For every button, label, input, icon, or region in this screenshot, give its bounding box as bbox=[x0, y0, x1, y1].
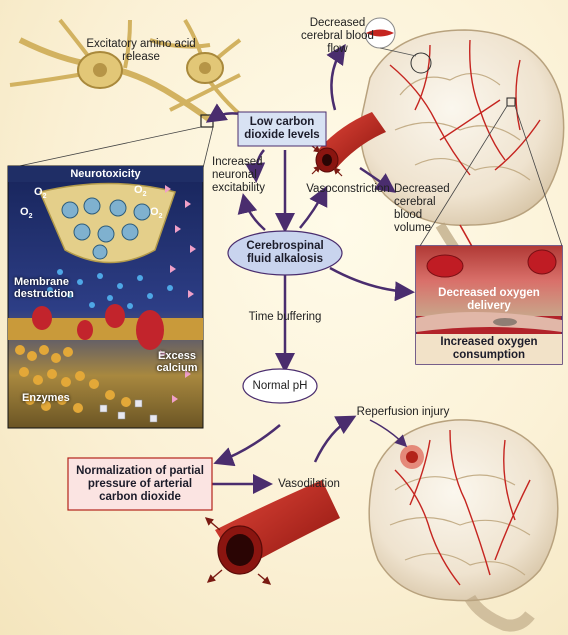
label-csf-alkalosis: Cerebrospinal fluid alkalosis bbox=[246, 240, 324, 265]
label-decreased-volume: Decreased cerebral blood volume bbox=[394, 183, 450, 234]
lower-brain-illustration bbox=[368, 419, 559, 632]
csf-alkalosis-oval bbox=[227, 230, 343, 276]
label-normalization: Normalization of partial pressure of art… bbox=[76, 464, 204, 503]
low-co2-box-shape bbox=[237, 111, 327, 147]
o2-label: O2 bbox=[134, 184, 147, 199]
label-increased-excitability: Increased neuronal excitability bbox=[212, 156, 266, 194]
oxygen-detail-box bbox=[415, 245, 563, 365]
o2-label: O2 bbox=[34, 186, 47, 201]
label-enzymes: Enzymes bbox=[22, 392, 70, 404]
neuron-illustration bbox=[9, 18, 262, 169]
label-vasoconstriction: Vasoconstriction bbox=[306, 183, 390, 195]
label-decreased-flow: Decreased cerebral blood flow bbox=[301, 17, 374, 55]
o2-label: O2 bbox=[20, 206, 33, 221]
label-normal-ph: Normal pH bbox=[252, 380, 308, 392]
label-time-buffering: Time buffering bbox=[248, 311, 322, 323]
label-excess-calcium: Excess calcium bbox=[156, 350, 198, 374]
label-increased-o2-consumption: Increased oxygen consumption bbox=[440, 336, 538, 361]
inset-title: Neurotoxicity bbox=[8, 166, 203, 182]
normalization-box-shape bbox=[67, 457, 213, 511]
label-vasodilation: Vasodilation bbox=[278, 478, 340, 490]
normal-ph-oval bbox=[242, 368, 318, 404]
label-excitatory: Excitatory amino acid release bbox=[86, 38, 196, 63]
label-membrane-destruction: Membrane destruction bbox=[14, 276, 74, 300]
label-low-co2: Low carbon dioxide levels bbox=[244, 116, 320, 141]
neurotoxicity-inset bbox=[7, 165, 204, 429]
constricted-vessel bbox=[311, 112, 386, 177]
upper-brain-illustration bbox=[359, 17, 565, 321]
label-decreased-o2-delivery: Decreased oxygen delivery bbox=[438, 287, 540, 312]
o2-label: O2 bbox=[150, 206, 163, 221]
label-reperfusion: Reperfusion injury bbox=[356, 406, 450, 418]
dilated-vessel bbox=[204, 480, 340, 585]
